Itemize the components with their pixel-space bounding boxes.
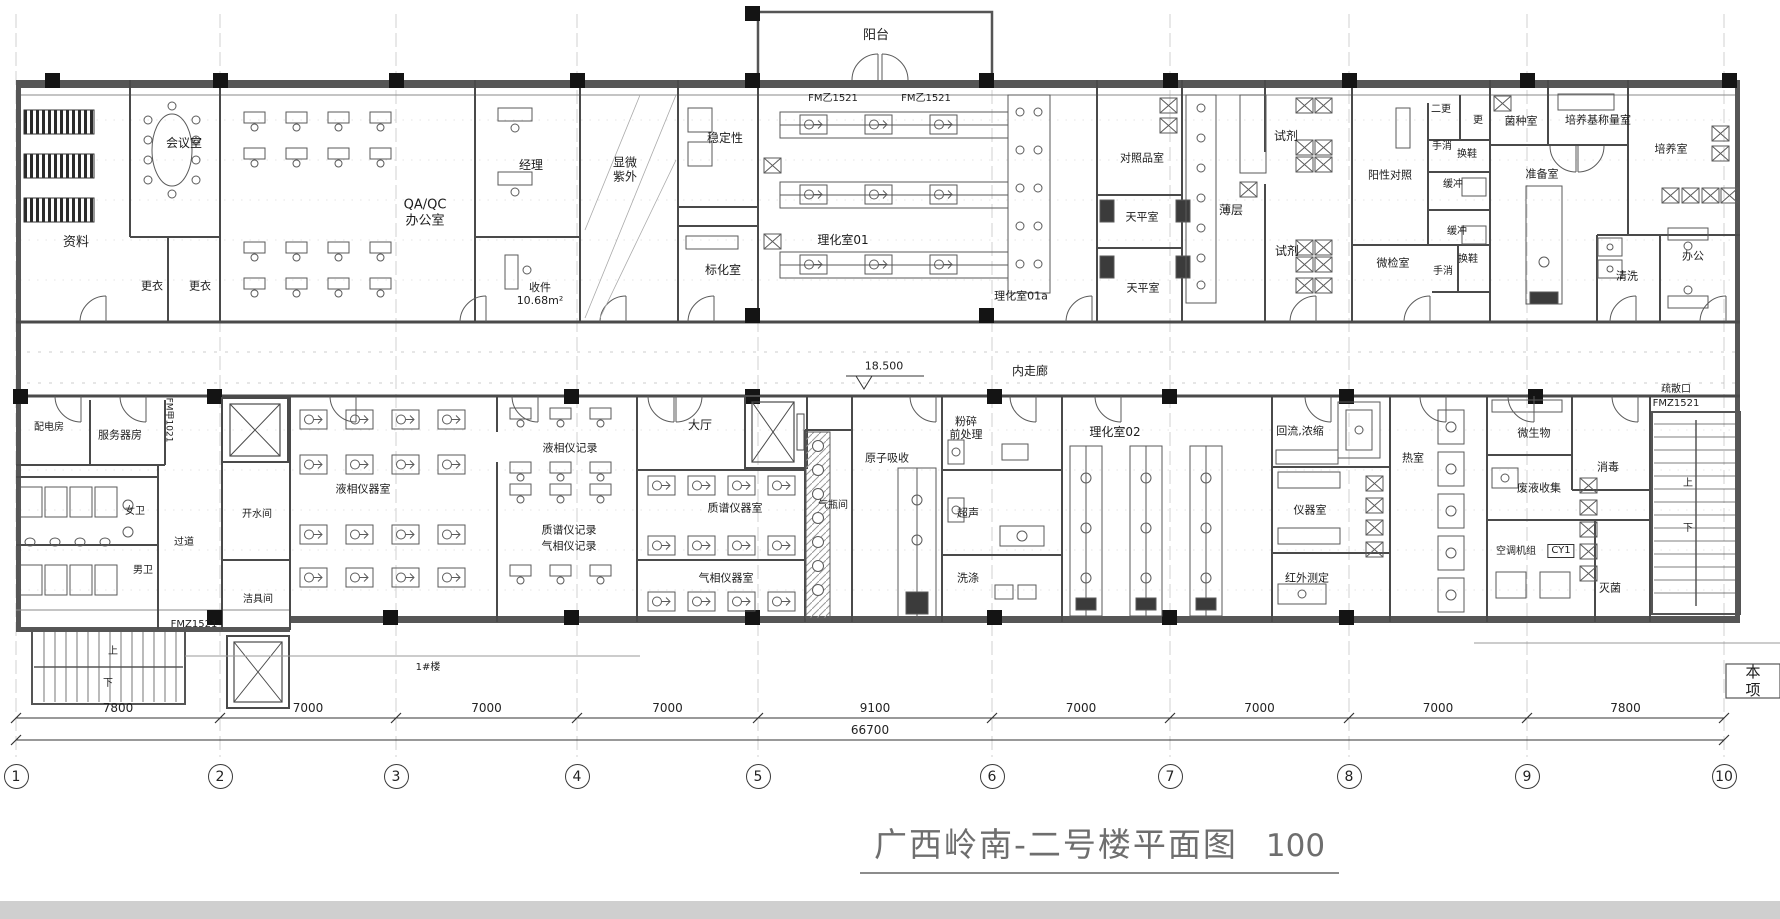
stairs-right bbox=[1651, 411, 1741, 615]
bay-dimension-7: 7000 bbox=[1244, 701, 1275, 715]
furniture bbox=[19, 93, 1739, 619]
bay-dimension-8: 7000 bbox=[1422, 701, 1454, 715]
bay-dimension-2: 7000 bbox=[292, 701, 324, 715]
door-swings bbox=[54, 53, 1727, 423]
total-dimension: 66700 bbox=[850, 723, 890, 737]
grid-bubble-3: 3 bbox=[383, 764, 409, 789]
grid-bubble-4: 4 bbox=[564, 764, 590, 789]
grid-bubble-9: 9 bbox=[1514, 764, 1540, 789]
title-block: 广西岭南-二号楼平面图 100 bbox=[860, 818, 1340, 874]
grid-bubble-6: 6 bbox=[979, 764, 1005, 789]
bay-dimension-5: 9100 bbox=[859, 701, 891, 715]
bay-dimension-1: 7800 bbox=[102, 701, 134, 715]
grid-bubble-5: 5 bbox=[745, 764, 771, 789]
grid-bubble-10: 10 bbox=[1711, 764, 1737, 789]
grid-bubble-2: 2 bbox=[207, 764, 233, 789]
elevator-shafts bbox=[221, 395, 808, 709]
structural-columns bbox=[13, 6, 1737, 625]
corridor-walls bbox=[16, 320, 1740, 398]
grid-bubble-1: 1 bbox=[3, 764, 29, 789]
floor-dotted-lines bbox=[20, 119, 1735, 591]
corridor-dotted-lines bbox=[16, 351, 1740, 384]
bay-dimension-9: 7800 bbox=[1610, 701, 1641, 715]
interior-walls bbox=[16, 80, 1740, 630]
grid-bubble-7: 7 bbox=[1157, 764, 1183, 789]
stairs-left bbox=[31, 629, 186, 705]
bay-dimension-6: 7000 bbox=[1065, 701, 1097, 715]
dimension-lines bbox=[10, 642, 1780, 746]
bottom-gray-bar bbox=[0, 901, 1780, 919]
drawing-title: 广西岭南-二号楼平面图 bbox=[874, 825, 1238, 864]
bay-dimension-4: 7000 bbox=[652, 701, 683, 715]
grid-bubble-8: 8 bbox=[1336, 764, 1362, 789]
bay-dimension-3: 7000 bbox=[471, 701, 502, 715]
elevation-marker bbox=[846, 375, 924, 390]
drawing-scale: 100 bbox=[1265, 828, 1326, 864]
